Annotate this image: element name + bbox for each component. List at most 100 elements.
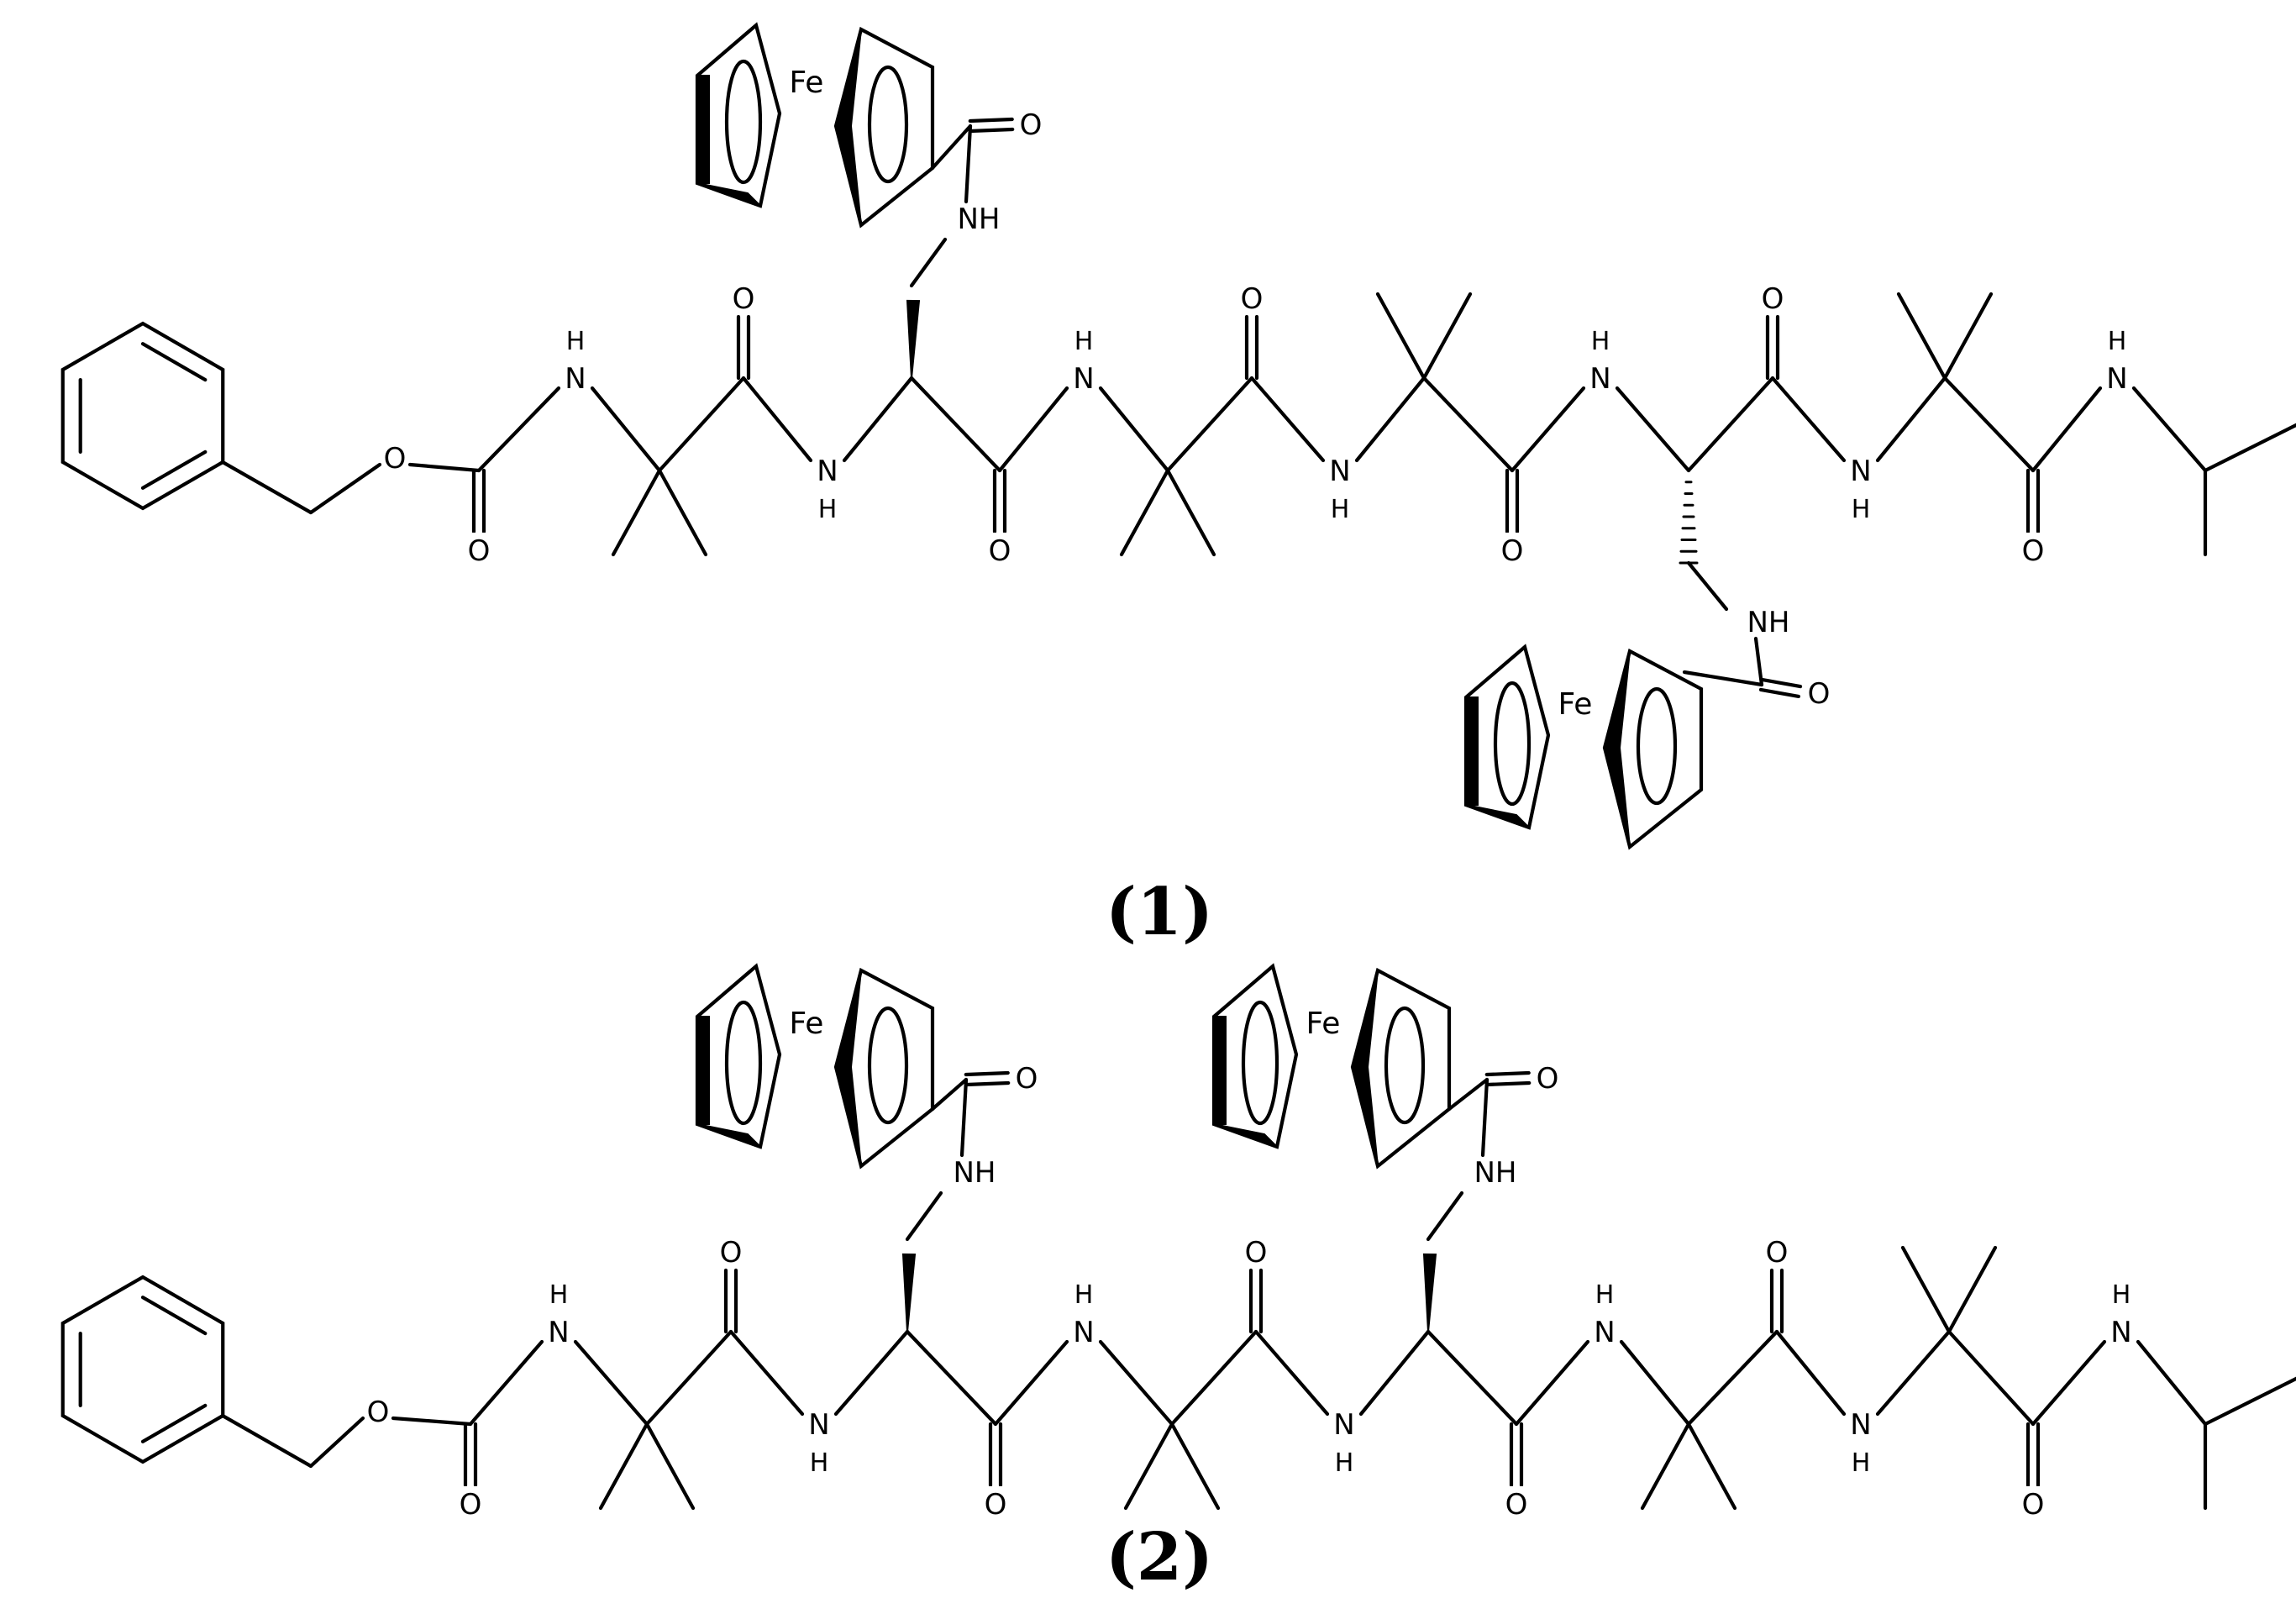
amide-hydrogen-label: H (2108, 327, 2127, 356)
methyl-bond (1686, 1422, 1737, 1511)
amide-hydrogen-label-mask (1852, 1446, 1870, 1474)
carbonyl-double-bond (1484, 1070, 1531, 1077)
methyl-bond (1123, 1422, 1174, 1511)
amide-hydrogen-label-mask (1591, 324, 1610, 353)
benzene-ring (60, 1275, 225, 1464)
amide-hydrogen-label-mask (2108, 324, 2126, 353)
carbonyl-oxygen-label-mask (1242, 280, 1262, 313)
nitrogen-atom-label-mask (1595, 1313, 1615, 1346)
amide-bond (1480, 1077, 1490, 1158)
carbonyl-oxygen-label-mask (2023, 532, 2043, 565)
amide-hydrogen-label-mask (1335, 1446, 1353, 1474)
backbone-bond (1510, 386, 1586, 473)
carbonyl-oxygen-label: O (1808, 677, 1831, 711)
methyl-bond (1640, 1422, 1691, 1511)
cp-ring-bold-edge (834, 125, 862, 226)
carbonyl-double-bond (964, 1080, 1011, 1087)
ester-oxygen-label: O (367, 1396, 390, 1429)
cp-ring-bold-edge (1603, 747, 1631, 848)
stereo-wedge-bond (901, 1253, 917, 1333)
backbone-bond (1619, 1339, 1691, 1427)
stereo-wedge-bond (1422, 1253, 1437, 1333)
backbone-bond (1875, 376, 1947, 463)
cp-aromatic-circle (724, 1000, 763, 1126)
nitrogen-atom-label: N (808, 1408, 829, 1442)
carbonyl-double-bond (1485, 1080, 1532, 1087)
carbonyl-oxygen-label: O (1241, 282, 1264, 316)
ferrocene-carbonyl-bond (930, 1077, 969, 1112)
amide-hydrogen-label-mask (818, 492, 837, 521)
carbonyl-oxygen-label-mask (1763, 280, 1783, 313)
backbone-bond (1249, 376, 1326, 463)
amide-hydrogen-label: H (1335, 1448, 1354, 1478)
backbone-bond (997, 386, 1069, 473)
amide-hydrogen-label: H (1074, 1280, 1094, 1310)
benzene-ring (60, 321, 225, 511)
nitrogen-atom-label-mask (1851, 452, 1871, 485)
methyl-bond (2203, 1376, 2296, 1427)
nitrogen-atom-label: N (565, 362, 586, 396)
amide-hydrogen-label-mask (549, 1278, 568, 1306)
backbone-bond (1421, 376, 1515, 473)
iron-atom-label: Fe (1558, 687, 1593, 722)
carbonyl-double-bond (1760, 677, 1803, 689)
carbonyl-double-bond (964, 1070, 1010, 1077)
backbone-bond (1354, 376, 1426, 463)
iron-atom-label: Fe (1306, 1007, 1341, 1041)
methyl-bond (1900, 1245, 1952, 1334)
benzyl-ch2-bond (220, 460, 313, 515)
nitrogen-atom-label-mask (1074, 1313, 1094, 1346)
backbone-bond (1253, 1329, 1330, 1417)
carbonyl-oxygen-label-mask (2023, 1485, 2043, 1518)
carbonyl-oxygen-label: O (1501, 534, 1524, 568)
methyl-bond (2203, 423, 2296, 473)
carbonyl-double-bond (969, 127, 1015, 134)
backbone-bond (1947, 1329, 2036, 1427)
cp-ring-bold-edge (696, 75, 710, 184)
ferrocenyl-group: Fe (1463, 644, 1704, 850)
iron-atom-label: Fe (790, 66, 824, 100)
ferrocenyl-group: Fe (695, 963, 935, 1170)
carbonyl-oxygen-label: O (1505, 1488, 1528, 1522)
backbone-bond (833, 1329, 910, 1417)
cp-ring-bold-edge (1213, 1123, 1278, 1148)
carbonyl-oxygen-label-mask (1809, 675, 1829, 707)
amide-bond (959, 1077, 969, 1158)
aromatic-bond (140, 1403, 208, 1443)
backbone-bond (1774, 1329, 1847, 1417)
nitrogen-atom-label: N (1073, 1316, 1094, 1349)
backbone-bond (741, 376, 813, 463)
amide-hydrogen-label: H (549, 1280, 569, 1310)
nitrogen-atom-label-mask (2111, 1313, 2131, 1346)
amide-hydrogen-label-mask (2112, 1278, 2130, 1306)
methyl-bond (598, 1422, 649, 1511)
backbone-bond (590, 386, 662, 473)
carbonyl-oxygen-label: O (460, 1488, 482, 1522)
backbone-bond (2131, 386, 2208, 473)
methyl-bond (1375, 292, 1426, 381)
backbone-bond (1165, 376, 1254, 473)
cp-ring-bold-edge (1465, 804, 1530, 828)
amide-hydrogen-label: H (818, 495, 838, 524)
carbonyl-oxygen-label: O (1762, 282, 1784, 316)
carbonyl-oxygen-label-mask (1506, 1485, 1526, 1518)
backbone-bond (1686, 1329, 1779, 1427)
ferrocene-carbonyl-bond (930, 124, 973, 171)
nitrogen-atom-label: N (2110, 1316, 2131, 1349)
side-chain-nh-label: NH (1474, 1156, 1517, 1190)
carbonyl-oxygen-label: O (2022, 1488, 2045, 1522)
ferrocene-carbonyl-bond (1682, 670, 1764, 687)
compound-1-label: (1) (1106, 874, 1213, 950)
amide-bond (964, 124, 973, 204)
backbone-bond (2031, 386, 2103, 473)
cp-ring-bold-edge (1603, 650, 1631, 749)
backbone-bond (476, 386, 561, 473)
nitrogen-atom-label: N (1589, 362, 1610, 396)
side-chain-nh-label: NH (1747, 606, 1790, 639)
backbone-bond (1770, 376, 1847, 463)
cp-ring-bold-edge (1213, 1016, 1227, 1125)
cp-ring-bold-edge (696, 1016, 710, 1125)
nitrogen-atom-label-mask (1074, 360, 1094, 392)
backbone-bond (909, 376, 1002, 473)
nitrogen-atom-label: N (1850, 1408, 1871, 1442)
